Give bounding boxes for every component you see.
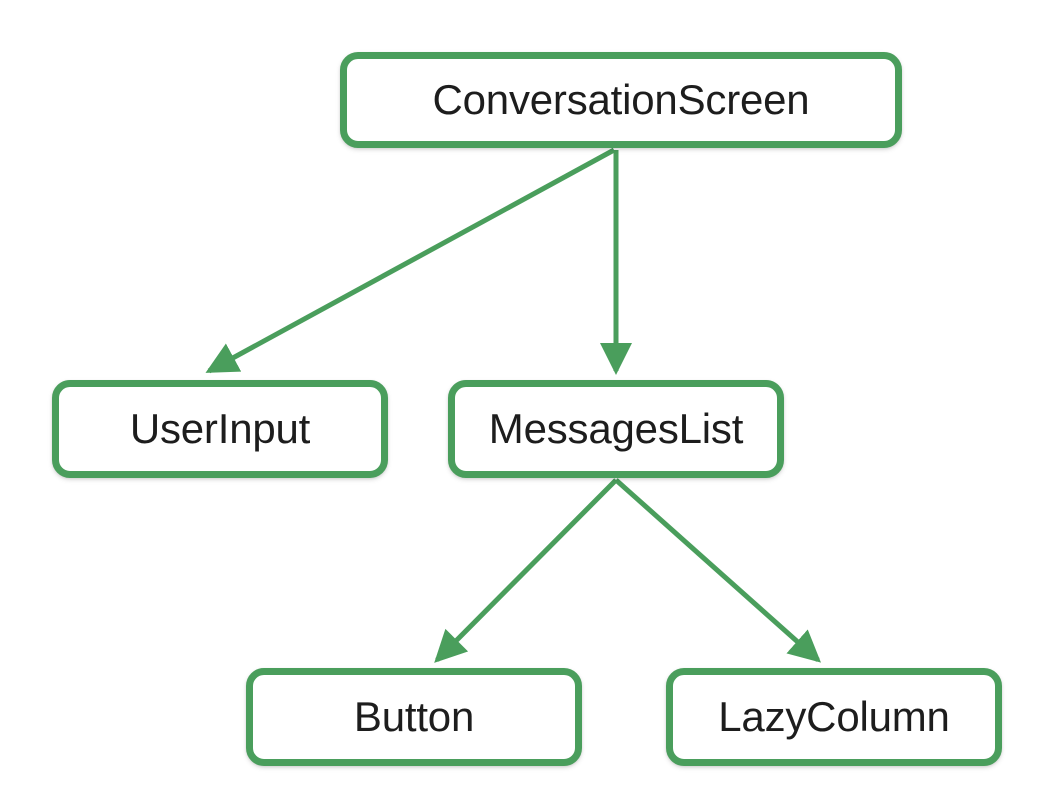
node-label-messageslist: MessagesList xyxy=(488,405,744,452)
node-messageslist[interactable]: MessagesList xyxy=(448,380,784,478)
edge-messageslist-lazycolumn xyxy=(614,478,821,663)
node-lazycolumn[interactable]: LazyColumn xyxy=(666,668,1002,766)
edge-messageslist-button xyxy=(434,478,618,663)
node-label-userinput: UserInput xyxy=(129,405,311,452)
node-conversationscreen[interactable]: ConversationScreen xyxy=(340,52,902,148)
node-label-button: Button xyxy=(353,693,475,740)
edge-conversationscreen-userinput xyxy=(205,147,616,374)
node-userinput[interactable]: UserInput xyxy=(52,380,388,478)
node-button[interactable]: Button xyxy=(246,668,582,766)
node-label-lazycolumn: LazyColumn xyxy=(718,693,950,740)
node-label-conversationscreen: ConversationScreen xyxy=(432,76,810,123)
